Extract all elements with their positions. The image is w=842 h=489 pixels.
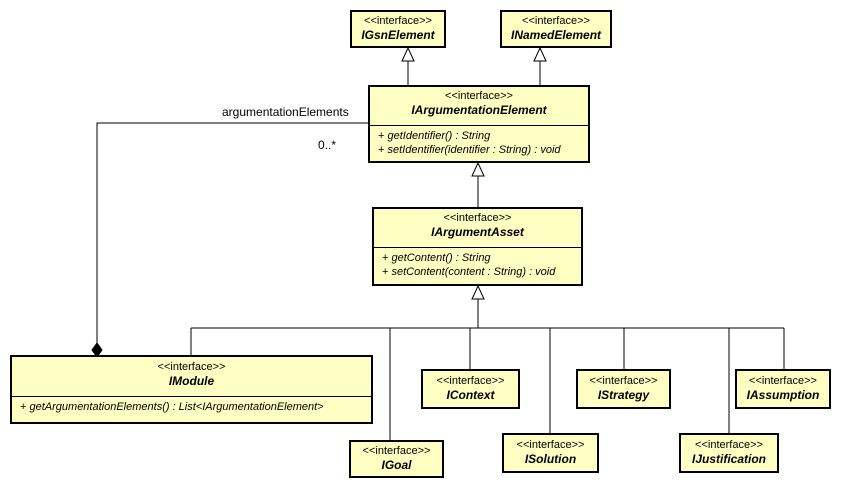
class-iargumentasset[interactable]: <<interface>> IArgumentAsset + getConten… <box>372 207 583 286</box>
class-name: INamedElement <box>510 28 602 42</box>
class-name: IAssumption <box>746 388 820 402</box>
visibility-marker: + <box>20 401 27 413</box>
stereotype-label: <<interface>> <box>522 15 590 27</box>
class-name: IGoal <box>381 458 412 472</box>
stereotype-label: <<interface>> <box>749 375 817 387</box>
stereotype-label: <<interface>> <box>445 90 513 102</box>
operations-compartment: + getIdentifier() : String + setIdentifi… <box>370 125 588 157</box>
visibility-marker: + <box>382 252 389 264</box>
visibility-marker: + <box>382 266 389 278</box>
generalization-arrowhead <box>401 46 415 62</box>
operation-signature: getArgumentationElements() : List<IArgum… <box>29 401 324 413</box>
class-igsnelement[interactable]: <<interface>> IGsnElement <box>350 10 446 48</box>
stereotype-label: <<interface>> <box>516 439 585 451</box>
class-iargumentationelement[interactable]: <<interface>> IArgumentationElement + ge… <box>368 85 590 163</box>
operations-compartment: + getContent() : String + setContent(con… <box>374 247 581 279</box>
generalization-arrowhead <box>471 161 485 177</box>
operation-signature: setIdentifier(identifier : String) : voi… <box>387 144 561 156</box>
class-isolution[interactable]: <<interface>> ISolution <box>502 433 599 473</box>
association-multiplicity-label: 0..* <box>318 138 337 152</box>
class-name: IArgumentationElement <box>411 103 547 117</box>
operation-signature: getIdentifier() : String <box>387 130 491 142</box>
operation-get-content: + getContent() : String <box>382 251 581 265</box>
class-name: IArgumentAsset <box>431 225 524 239</box>
class-name: IJustification <box>691 452 766 466</box>
operation-set-content: + setContent(content : String) : void <box>382 265 581 279</box>
class-imodule[interactable]: <<interface>> IModule + getArgumentation… <box>10 355 373 424</box>
class-name: IModule <box>168 374 215 388</box>
operation-get-identifier: + getIdentifier() : String <box>378 129 588 143</box>
stereotype-label: <<interface>> <box>157 361 226 373</box>
class-istrategy[interactable]: <<interface>> IStrategy <box>576 369 671 409</box>
stereotype-label: <<interface>> <box>362 445 431 457</box>
operation-get-argumentation-elements: + getArgumentationElements() : List<IArg… <box>20 400 371 414</box>
stereotype-label: <<interface>> <box>695 439 763 451</box>
operations-compartment: + getArgumentationElements() : List<IArg… <box>12 396 371 414</box>
stereotype-label: <<interface>> <box>436 375 505 387</box>
operation-set-identifier: + setIdentifier(identifier : String) : v… <box>378 143 588 157</box>
class-name: IStrategy <box>597 388 650 402</box>
class-name: IGsnElement <box>361 28 435 42</box>
operation-signature: getContent() : String <box>391 252 491 264</box>
generalization-arrowhead <box>471 284 485 300</box>
stereotype-label: <<interface>> <box>443 212 512 224</box>
class-inamedelement[interactable]: <<interface>> INamedElement <box>500 10 612 48</box>
generalization-arrowhead <box>533 46 547 62</box>
stereotype-label: <<interface>> <box>589 375 658 387</box>
class-iassumption[interactable]: <<interface>> IAssumption <box>735 369 831 409</box>
class-ijustification[interactable]: <<interface>> IJustification <box>679 433 779 473</box>
visibility-marker: + <box>378 130 385 142</box>
class-igoal[interactable]: <<interface>> IGoal <box>349 440 444 478</box>
stereotype-label: <<interface>> <box>364 15 432 27</box>
composition-association <box>96 122 368 343</box>
class-name: IContext <box>446 388 495 402</box>
visibility-marker: + <box>378 144 385 156</box>
class-icontext[interactable]: <<interface>> IContext <box>421 369 520 409</box>
operation-signature: setContent(content : String) : void <box>391 266 556 278</box>
class-name: ISolution <box>524 452 577 466</box>
association-role-label: argumentationElements <box>222 105 349 119</box>
